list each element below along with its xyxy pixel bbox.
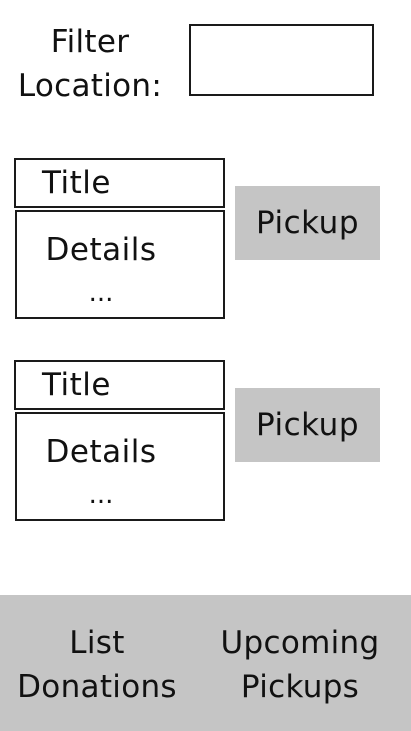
donation-details-text: Details (45, 434, 157, 470)
upcoming-pickups-button[interactable]: Upcoming Pickups (216, 621, 384, 709)
donation-card: Title Details ... Pickup (0, 360, 411, 522)
donation-title: Title (14, 360, 225, 410)
filter-label-line-1: Filter (50, 24, 130, 60)
list-donations-button[interactable]: List Donations (14, 621, 180, 709)
upcoming-pickups-line-1: Upcoming (220, 625, 380, 661)
list-donations-line-1: List (69, 625, 125, 661)
upcoming-pickups-line-2: Pickups (240, 669, 360, 705)
donation-details-ellipsis: ... (88, 278, 114, 308)
pickup-button[interactable]: Pickup (235, 186, 380, 260)
pickup-button[interactable]: Pickup (235, 388, 380, 462)
list-donations-line-2: Donations (17, 669, 177, 705)
filter-label-line-2: Location: (17, 68, 163, 104)
donation-details-text: Details (45, 232, 157, 268)
donation-details-ellipsis: ... (88, 480, 114, 510)
donation-details: Details ... (15, 412, 225, 521)
filter-location-input[interactable] (189, 24, 374, 96)
bottom-navigation-bar: List Donations Upcoming Pickups (0, 595, 411, 731)
donation-details: Details ... (15, 210, 225, 319)
donation-card: Title Details ... Pickup (0, 158, 411, 320)
donation-title: Title (14, 158, 225, 208)
filter-location-label: Filter Location: (10, 20, 170, 108)
